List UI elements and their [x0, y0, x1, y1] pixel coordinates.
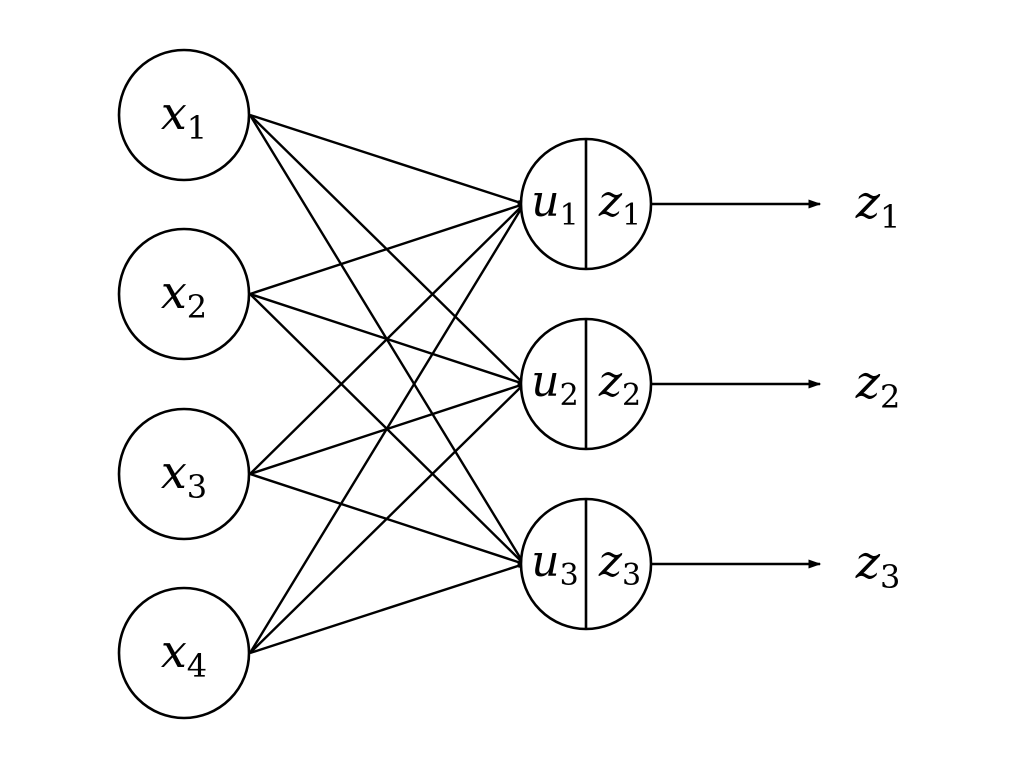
output-labels: z1 z2 z3 — [855, 175, 901, 596]
input-node-label: x2 — [161, 265, 207, 326]
input-node: x2 — [117, 227, 251, 361]
input-node-circle — [117, 586, 251, 720]
connection-edge — [249, 113, 525, 206]
output-label: z1 — [855, 175, 901, 236]
input-node-label: x3 — [161, 445, 207, 506]
connection-edges — [248, 113, 526, 655]
hidden-node-output-label: z3 — [598, 536, 641, 593]
hidden-node-input-label: u2 — [531, 356, 578, 413]
input-node-circle — [117, 48, 251, 182]
hidden-node-input-label: u1 — [531, 176, 578, 233]
input-node-circle — [117, 407, 251, 541]
input-node: x1 — [117, 48, 251, 182]
hidden-layer: u1 z1 u2 z2 u3 z3 — [519, 137, 653, 631]
input-layer: x1 x2 x3 x4 — [117, 48, 251, 720]
connection-edge — [249, 383, 525, 654]
output-label: z2 — [855, 355, 901, 416]
hidden-node: u3 z3 — [519, 497, 653, 631]
hidden-node-output-label: z2 — [598, 356, 641, 413]
connection-edge — [248, 203, 526, 654]
hidden-node-output-label: z1 — [598, 176, 641, 233]
input-node: x4 — [117, 586, 251, 720]
input-node-label: x4 — [161, 624, 207, 685]
input-node-label: x1 — [161, 86, 207, 147]
hidden-node-input-label: u3 — [531, 536, 578, 593]
connection-edge — [249, 202, 525, 296]
connection-edge — [249, 203, 525, 475]
hidden-node: u1 z1 — [519, 137, 653, 271]
output-arrows — [652, 199, 822, 569]
connection-edge — [249, 562, 525, 655]
input-node-circle — [117, 227, 251, 361]
output-label: z3 — [855, 535, 901, 596]
input-node: x3 — [117, 407, 251, 541]
hidden-node: u2 z2 — [519, 317, 653, 451]
